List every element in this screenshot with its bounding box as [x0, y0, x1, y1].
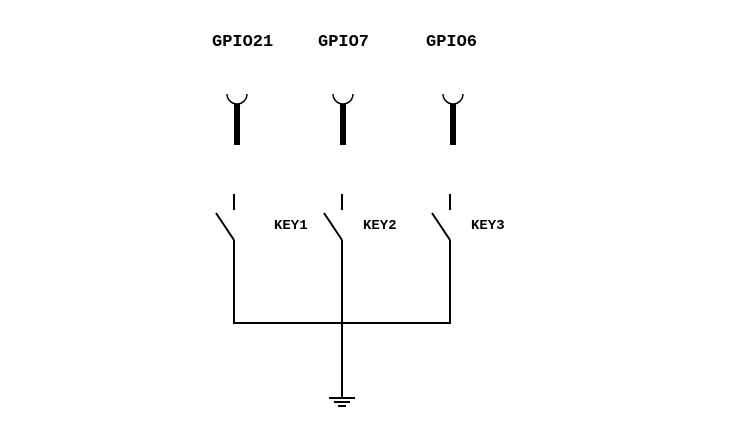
switch-lever-2	[323, 212, 343, 241]
switch-lever-1	[215, 212, 235, 241]
key-label-1: KEY1	[274, 218, 308, 234]
branch-2	[323, 93, 354, 398]
gpio-terminal-2	[332, 93, 354, 105]
key-label-2: KEY2	[363, 218, 397, 234]
switch-lever-3	[431, 212, 451, 241]
key-label-3: KEY3	[471, 218, 505, 234]
gpio-label-1: GPIO21	[212, 33, 273, 52]
gpio-label-2: GPIO7	[318, 33, 369, 52]
branch-1	[215, 93, 248, 323]
gpio-terminal-1	[226, 93, 248, 105]
gpio-terminal-3	[442, 93, 464, 105]
ground-icon	[329, 397, 355, 407]
branch-3	[431, 93, 464, 323]
gpio-label-3: GPIO6	[426, 33, 477, 52]
